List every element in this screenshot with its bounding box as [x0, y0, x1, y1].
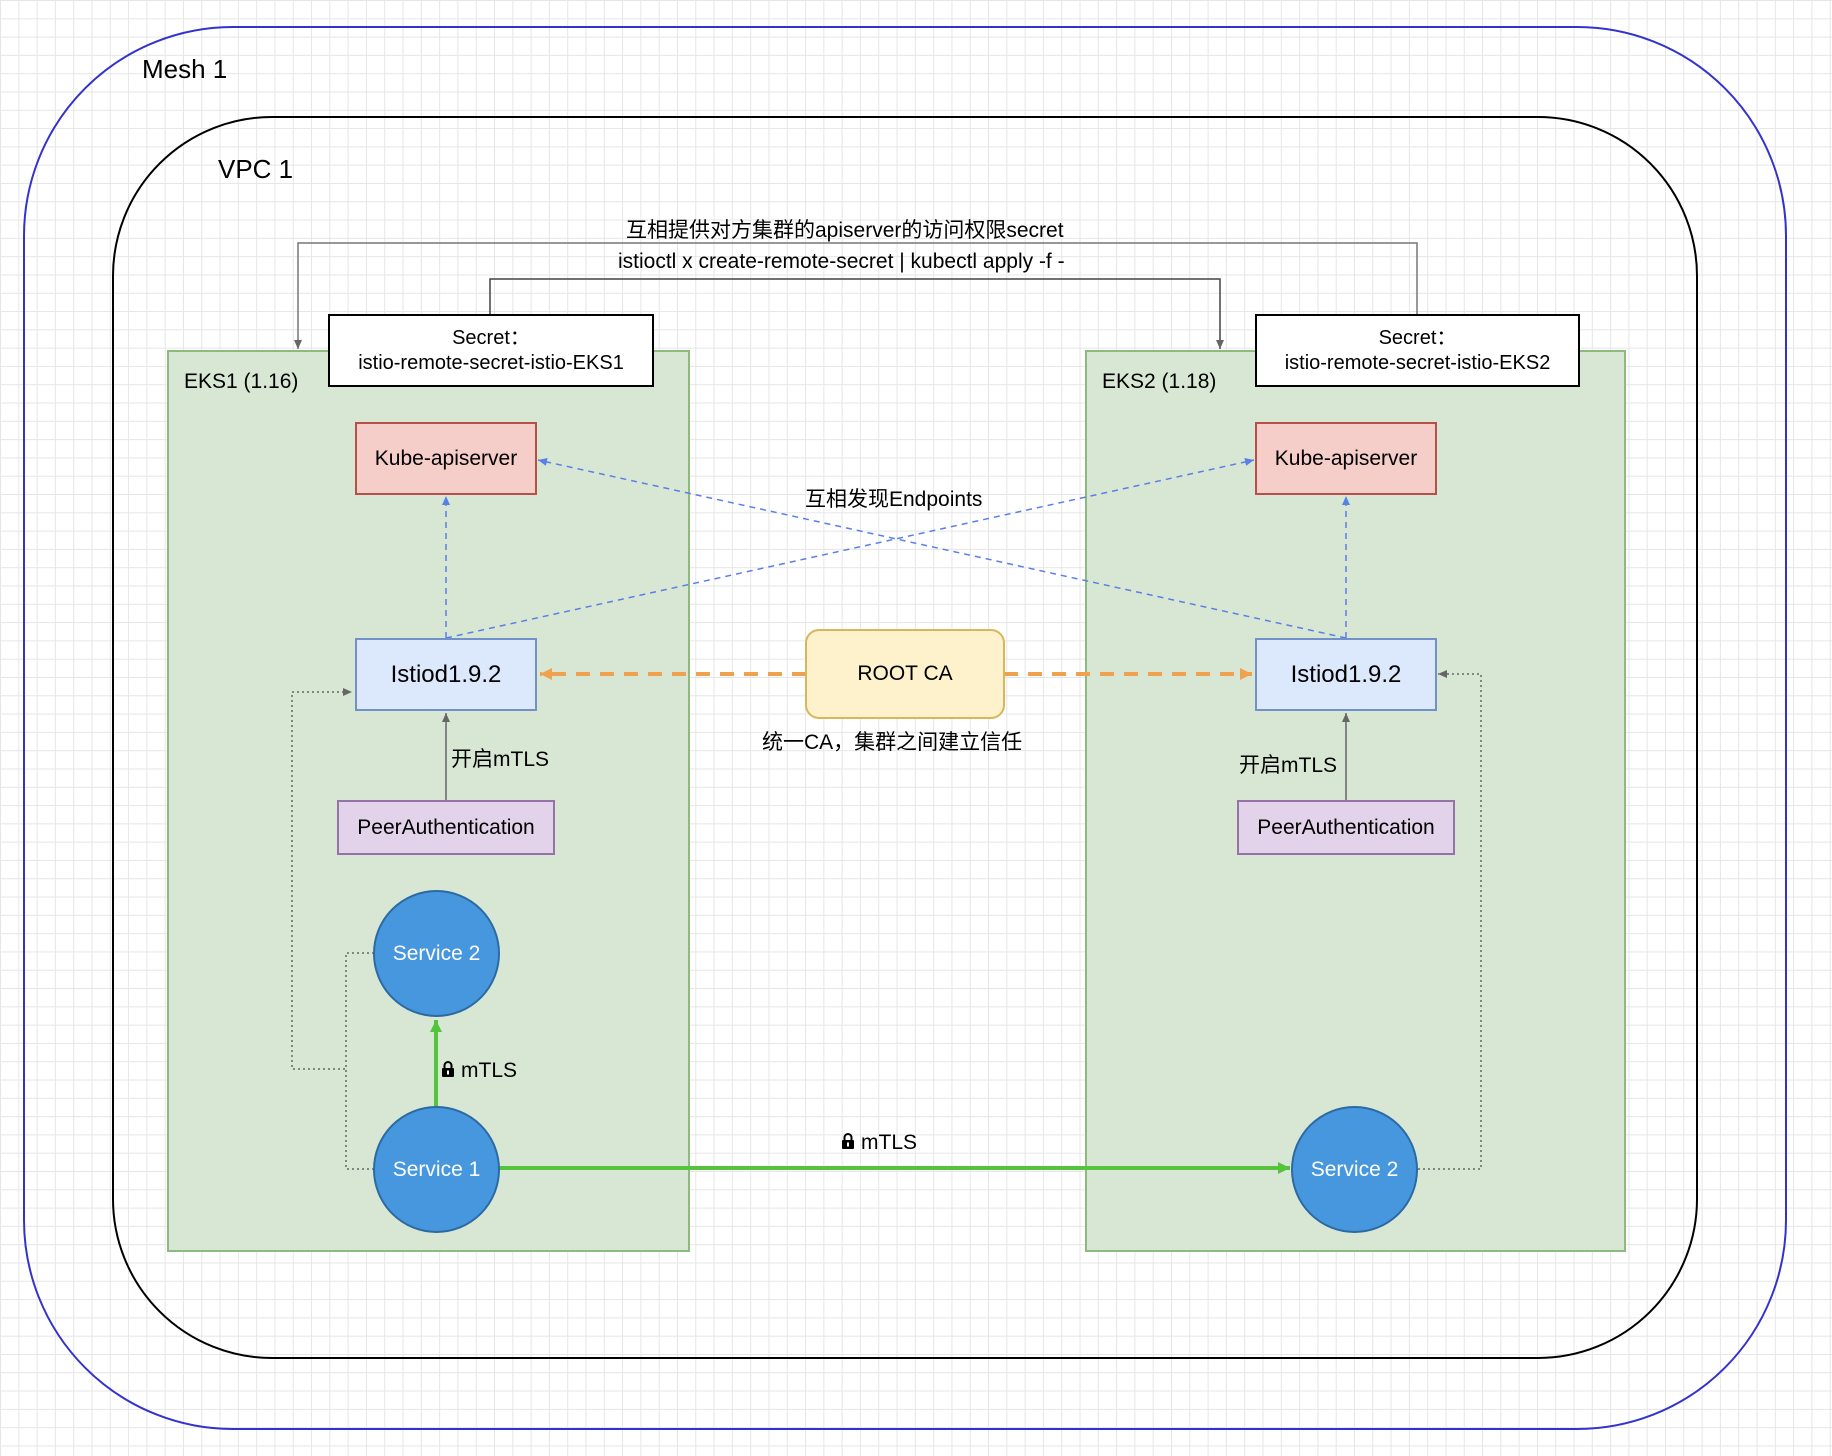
eks1-secret-name: istio-remote-secret-istio-EKS1 — [358, 351, 624, 374]
lock-icon — [442, 1061, 454, 1077]
secret-exchange-label: 互相提供对方集群的apiserver的访问权限secret — [626, 219, 1064, 242]
secret-command-edge — [489, 278, 1224, 349]
eks2-istiod: Istiod1.9.2 — [1255, 638, 1437, 711]
eks2-peer-authentication: PeerAuthentication — [1237, 800, 1455, 855]
eks1-service-2: Service 2 — [373, 890, 500, 1017]
eks1-service-1: Service 1 — [373, 1106, 500, 1233]
intra-cluster-mtls-text: mTLS — [461, 1059, 518, 1082]
mesh-label: Mesh 1 — [142, 54, 228, 84]
eks1-secret-box: Secret： istio-remote-secret-istio-EKS1 — [328, 314, 654, 387]
eks1-istiod: Istiod1.9.2 — [355, 638, 537, 711]
secret-command-label: istioctl x create-remote-secret | kubect… — [618, 250, 1065, 273]
vpc-boundary — [112, 116, 1698, 1359]
intra-cluster-mtls-label: mTLS — [441, 1059, 517, 1083]
eks2-enable-mtls-label: 开启mTLS — [1239, 754, 1338, 777]
eks1-peer-authentication: PeerAuthentication — [337, 800, 555, 855]
eks1-enable-mtls-label: 开启mTLS — [451, 748, 550, 771]
eks1-kube-apiserver: Kube-apiserver — [355, 422, 537, 495]
eks2-istiod-to-eks1-apiserver-edge — [537, 458, 1347, 639]
eks1-service1-sidecar-edge — [345, 1069, 374, 1170]
eks2-secret-box: Secret： istio-remote-secret-istio-EKS2 — [1255, 314, 1580, 387]
eks1-label: EKS1 (1.16) — [184, 370, 299, 393]
root-ca: ROOT CA — [805, 629, 1005, 719]
eks1-service2-sidecar-edge — [291, 688, 374, 1070]
eks1-secret-title: Secret： — [452, 326, 530, 349]
lock-icon — [842, 1133, 854, 1149]
cross-cluster-mtls-label: mTLS — [841, 1131, 917, 1155]
secret-exchange-edge — [294, 242, 1418, 349]
eks2-label: EKS2 (1.18) — [1102, 370, 1217, 393]
eks2-secret-name: istio-remote-secret-istio-EKS2 — [1284, 351, 1551, 374]
mesh-boundary — [23, 26, 1787, 1430]
eks2-service-2: Service 2 — [1291, 1106, 1418, 1233]
endpoint-discovery-label: 互相发现Endpoints — [805, 488, 983, 511]
unified-ca-label: 统一CA，集群之间建立信任 — [762, 731, 1023, 754]
eks2-service2-sidecar-edge — [1418, 670, 1482, 1170]
vpc-label: VPC 1 — [218, 154, 294, 184]
eks1-istiod-to-eks2-apiserver-edge — [445, 458, 1255, 639]
eks2-kube-apiserver: Kube-apiserver — [1255, 422, 1437, 495]
cross-cluster-mtls-text: mTLS — [861, 1131, 918, 1154]
eks2-secret-title: Secret： — [1378, 326, 1457, 349]
